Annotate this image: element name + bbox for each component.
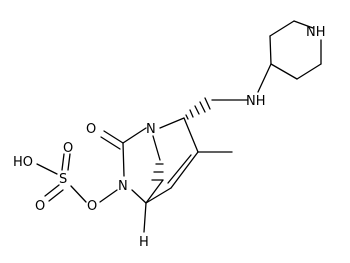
- atom-label-o-carbonyl: O: [86, 122, 96, 137]
- bond: [152, 135, 161, 161]
- bond: [67, 153, 71, 171]
- bond: [159, 117, 185, 129]
- bond: [170, 151, 199, 189]
- atom-label-n-amine: NH: [246, 94, 266, 109]
- atom-label-o-s-lower: O: [35, 199, 45, 214]
- atom-label-h-stereo: H: [139, 235, 149, 250]
- bond: [122, 142, 125, 177]
- atom-label-o-s-upper: O: [63, 141, 73, 156]
- bond: [183, 117, 199, 153]
- atom-label-n-piperidine: NH: [306, 25, 326, 40]
- bond: [100, 136, 121, 150]
- bond: [293, 20, 314, 29]
- atom-label-n-hydroxamate: N: [118, 179, 128, 194]
- atom-labels: NH NH O N N O S O O HO H: [13, 25, 326, 250]
- bonds: [36, 20, 322, 233]
- atom-label-n-bridge: N: [146, 122, 156, 137]
- bond: [270, 63, 298, 80]
- bond: [269, 20, 295, 37]
- hashed-wedge-bond: [185, 97, 211, 120]
- bond: [61, 153, 65, 171]
- bond: [145, 187, 172, 204]
- bond: [145, 179, 164, 204]
- bond: [36, 163, 58, 175]
- bond: [99, 189, 118, 203]
- hashed-wedge-bond: [151, 163, 164, 181]
- atom-label-s-sulfate: S: [59, 172, 67, 187]
- bond: [296, 63, 322, 80]
- bond: [70, 185, 87, 203]
- bond: [131, 189, 147, 204]
- atom-label-ho-sulfate: HO: [13, 155, 33, 170]
- bond: [167, 154, 192, 184]
- bond: [122, 127, 147, 144]
- atom-label-o-n: O: [87, 199, 97, 214]
- bond: [269, 35, 272, 65]
- bond: [103, 130, 124, 144]
- bond: [143, 202, 147, 233]
- bond: [257, 63, 272, 93]
- bond: [44, 184, 60, 197]
- bond: [48, 189, 64, 202]
